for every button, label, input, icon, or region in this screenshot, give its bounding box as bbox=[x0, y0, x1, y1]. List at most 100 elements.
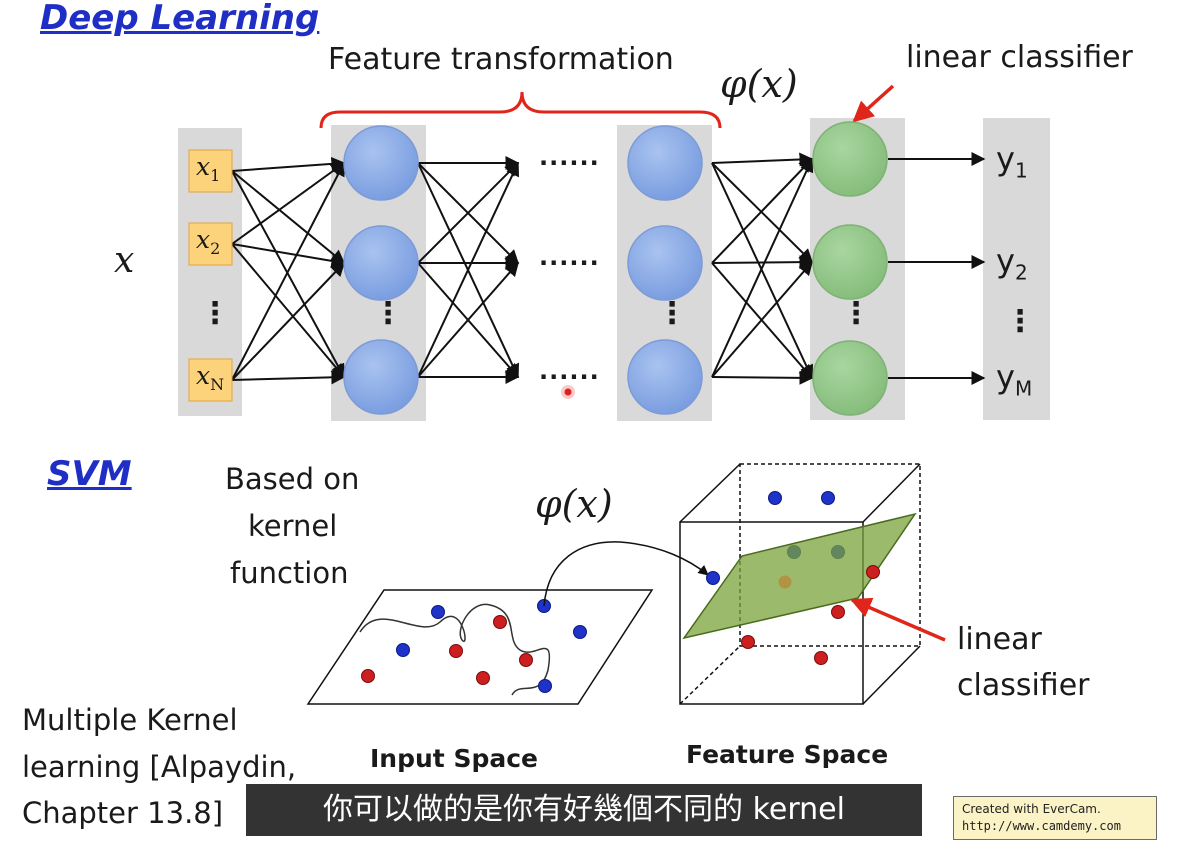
output-label-vdots: ⋮ bbox=[1005, 304, 1035, 339]
hidden-node bbox=[343, 225, 419, 301]
video-subtitle: 你可以做的是你有好幾個不同的 kernel bbox=[246, 784, 922, 836]
svm-linear-label-1: linear bbox=[957, 622, 1042, 657]
hidden-node bbox=[343, 125, 419, 201]
hidden-node bbox=[627, 125, 703, 201]
output-label-column bbox=[983, 118, 1050, 420]
connection-edge bbox=[711, 152, 814, 167]
connection-edge bbox=[231, 170, 345, 379]
deep-learning-title[interactable]: Deep Learning bbox=[40, 0, 320, 38]
phi-mapping-arrow bbox=[543, 541, 709, 607]
watermark-line-2: http://www.camdemy.com bbox=[962, 819, 1121, 833]
output-label-m: yM bbox=[996, 358, 1033, 401]
connection-edge bbox=[711, 162, 814, 380]
input-vdots: ⋮ bbox=[200, 296, 230, 331]
output-layer-nodes bbox=[812, 121, 888, 416]
blue-point bbox=[396, 643, 410, 657]
network-connections bbox=[231, 152, 814, 385]
feature-space-points-below bbox=[741, 565, 880, 665]
input-label-1: x1 bbox=[196, 152, 221, 185]
red-point bbox=[476, 671, 490, 685]
output-node bbox=[812, 224, 888, 300]
input-label-n: xN bbox=[196, 361, 225, 394]
hidden-node bbox=[627, 339, 703, 415]
red-point bbox=[449, 644, 463, 658]
feature-transformation-brace bbox=[319, 91, 722, 129]
hidden-node bbox=[343, 339, 419, 415]
hidden-layer-last-nodes bbox=[627, 125, 703, 415]
ellipsis-row-3: ...... bbox=[539, 357, 600, 385]
svm-title[interactable]: SVM bbox=[47, 454, 132, 494]
phi-x-label-svm: φ(x) bbox=[535, 482, 613, 526]
input-space-boundary-curve bbox=[359, 603, 551, 696]
connection-edge bbox=[231, 156, 346, 172]
ellipsis-row-2: ...... bbox=[539, 243, 600, 271]
blue-point bbox=[821, 491, 835, 505]
based-on-line-1: Based on bbox=[225, 462, 360, 496]
hidden-layer-1-nodes bbox=[343, 125, 419, 415]
phi-x-label-top: φ(x) bbox=[720, 62, 798, 106]
output-arrows bbox=[888, 152, 986, 385]
connection-edge bbox=[417, 161, 520, 378]
ellipsis-row-1: ...... bbox=[539, 143, 600, 171]
red-point bbox=[866, 565, 880, 579]
watermark-line-1: Created with EverCam. bbox=[962, 802, 1101, 816]
linear-classifier-pointer-arrow bbox=[852, 84, 895, 123]
output-label-2: y2 bbox=[996, 242, 1028, 285]
input-boxes bbox=[188, 149, 233, 402]
red-point bbox=[831, 605, 845, 619]
connection-edge bbox=[231, 162, 346, 245]
note-line-2: learning [Alpaydin, bbox=[22, 750, 297, 784]
red-point bbox=[361, 669, 375, 683]
input-box-1 bbox=[188, 149, 233, 193]
connection-edge bbox=[231, 243, 345, 379]
red-point bbox=[741, 635, 755, 649]
svm-linear-classifier-arrow bbox=[850, 597, 946, 642]
hidden-node bbox=[627, 225, 703, 301]
red-point bbox=[493, 615, 507, 629]
connection-edge bbox=[231, 261, 345, 381]
layer-columns bbox=[178, 118, 1050, 421]
based-on-line-3: function bbox=[230, 556, 349, 590]
connection-edge bbox=[711, 157, 814, 378]
hidden1-vdots: ⋮ bbox=[373, 296, 403, 331]
connection-edge bbox=[231, 243, 346, 268]
input-box-2 bbox=[188, 222, 233, 266]
feature-transformation-label: Feature transformation bbox=[328, 42, 674, 77]
connection-edge bbox=[417, 162, 519, 264]
connection-edge bbox=[231, 170, 346, 264]
input-box-n bbox=[188, 358, 233, 402]
output-node bbox=[812, 121, 888, 197]
svm-linear-label-2: classifier bbox=[957, 668, 1090, 703]
input-label-2: x2 bbox=[196, 225, 221, 258]
feature-space-label: Feature Space bbox=[686, 740, 889, 769]
connection-edge bbox=[711, 255, 814, 270]
input-space-points bbox=[361, 599, 587, 693]
connection-edge bbox=[711, 162, 813, 263]
connection-edge bbox=[231, 370, 346, 385]
red-point bbox=[519, 653, 533, 667]
linear-classifier-label-top: linear classifier bbox=[906, 40, 1133, 75]
connection-edge bbox=[711, 157, 813, 264]
output-vdots: ⋮ bbox=[841, 296, 871, 331]
output-label-1: y1 bbox=[996, 140, 1028, 183]
input-space-label: Input Space bbox=[370, 744, 538, 773]
blue-point bbox=[768, 491, 782, 505]
based-on-line-2: kernel bbox=[248, 509, 338, 543]
connection-edge bbox=[231, 161, 345, 381]
blue-point bbox=[431, 605, 445, 619]
blue-point bbox=[573, 625, 587, 639]
red-point bbox=[778, 575, 792, 589]
separating-hyperplane bbox=[682, 512, 917, 640]
input-space-plane bbox=[306, 589, 654, 705]
connection-edge bbox=[711, 370, 814, 385]
evercam-watermark: Created with EverCam. http://www.camdemy… bbox=[953, 796, 1157, 840]
note-line-3: Chapter 13.8] bbox=[22, 796, 224, 830]
output-node bbox=[812, 340, 888, 416]
pointer-dot bbox=[561, 385, 575, 399]
note-line-1: Multiple Kernel bbox=[22, 703, 238, 737]
hiddenlast-vdots: ⋮ bbox=[657, 296, 687, 331]
red-point bbox=[814, 651, 828, 665]
connection-edge bbox=[711, 260, 813, 378]
connection-edge bbox=[417, 261, 519, 378]
